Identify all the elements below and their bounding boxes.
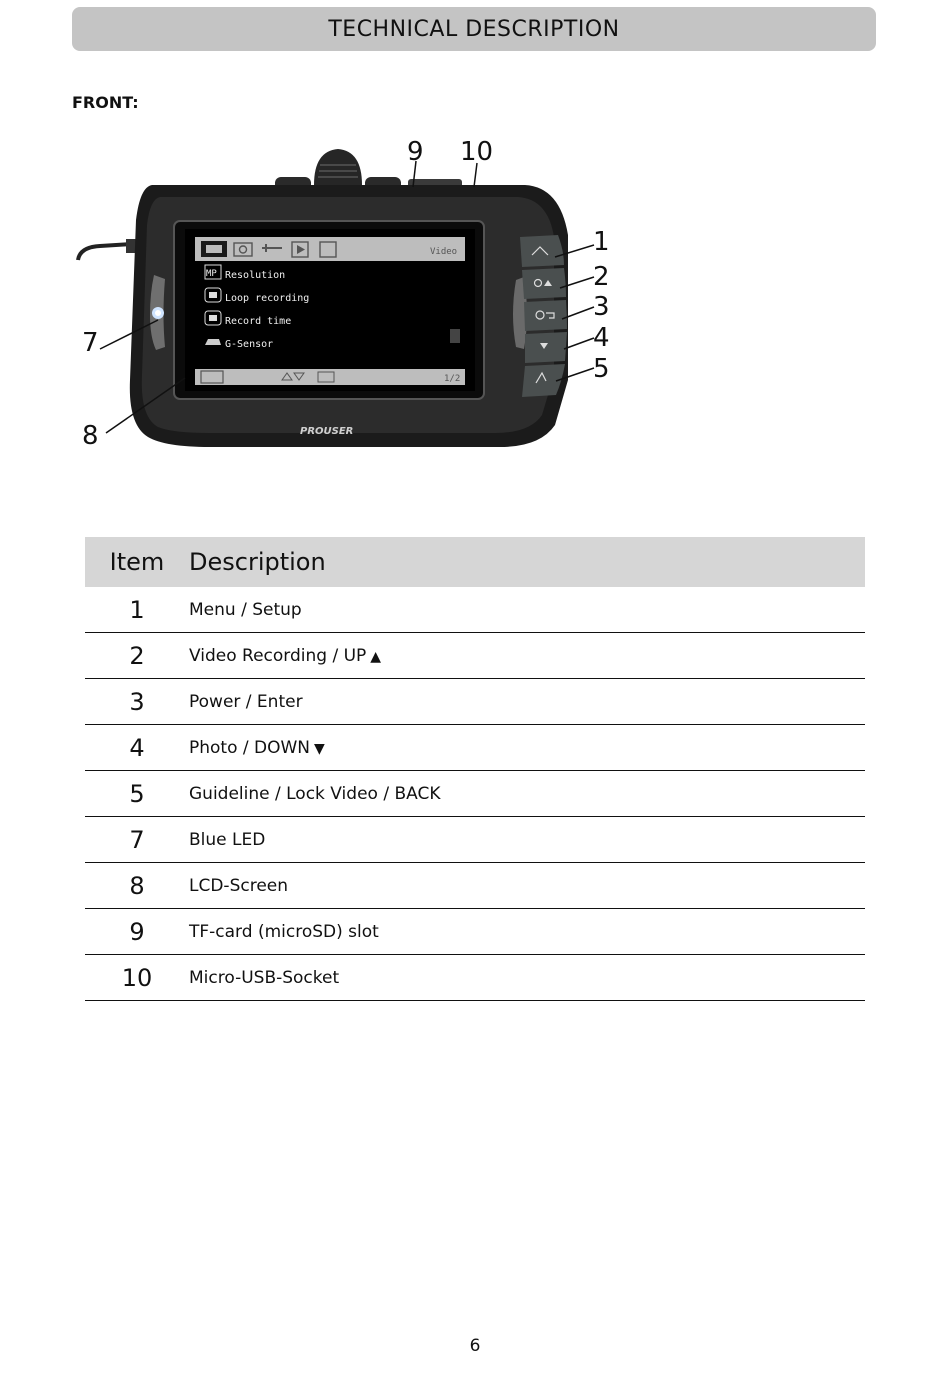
callout-5: 5 [593, 354, 610, 384]
column-header-item: Item [109, 548, 165, 576]
callout-9: 9 [407, 137, 424, 167]
item-description: Micro-USB-Socket [189, 954, 865, 1001]
column-header-description: Description [189, 548, 326, 576]
description-text: Photo / DOWN [189, 737, 311, 758]
screen-menu-item: Loop recording [225, 293, 309, 304]
item-number: 4 [85, 724, 189, 771]
description-text: TF-card (microSD) slot [189, 921, 379, 942]
callout-3: 3 [593, 292, 610, 322]
item-description: LCD-Screen [189, 862, 865, 909]
description-text: Menu / Setup [189, 599, 302, 620]
item-number: 2 [85, 632, 189, 679]
table-row: 1 Menu / Setup [85, 587, 865, 633]
item-description: Guideline / Lock Video / BACK [189, 770, 865, 817]
callout-4: 4 [593, 323, 610, 353]
page-title-bar: TECHNICAL DESCRIPTION [72, 7, 876, 51]
callout-2: 2 [593, 262, 610, 292]
item-number: 10 [85, 954, 189, 1001]
mp-badge: MP [206, 269, 217, 279]
table-header-row: Item Description [85, 537, 865, 587]
screen-menu-item: Resolution [225, 270, 285, 281]
screen-tab-label: Video [430, 247, 457, 257]
item-description: Power / Enter [189, 678, 865, 725]
item-description: TF-card (microSD) slot [189, 908, 865, 955]
description-text: Video Recording / UP [189, 645, 367, 666]
item-description: Menu / Setup [189, 587, 865, 633]
item-number: 7 [85, 816, 189, 863]
section-label: FRONT: [72, 93, 139, 112]
page-number: 6 [469, 1336, 481, 1356]
table-row: 2 Video Recording / UP▲ [85, 632, 865, 679]
callout-1: 1 [593, 227, 610, 257]
item-description: Blue LED [189, 816, 865, 863]
page-title: TECHNICAL DESCRIPTION [328, 16, 620, 42]
description-text: LCD-Screen [189, 875, 289, 896]
table-row: 10 Micro-USB-Socket [85, 954, 865, 1001]
callout-7: 7 [82, 328, 99, 358]
callout-10: 10 [460, 137, 493, 167]
triangle-down-icon: ▼ [314, 740, 325, 757]
item-description: Photo / DOWN▼ [189, 724, 865, 771]
table-row: 8 LCD-Screen [85, 862, 865, 909]
triangle-up-icon: ▲ [370, 648, 382, 665]
item-description: Video Recording / UP▲ [189, 632, 865, 679]
screen-menu-item: Record time [225, 316, 291, 327]
item-number: 5 [85, 770, 189, 817]
description-text: Power / Enter [189, 691, 303, 712]
item-number: 8 [85, 862, 189, 909]
table-row: 4 Photo / DOWN▼ [85, 724, 865, 771]
item-description-table: Item Description 1 Menu / Setup 2 Video … [85, 537, 865, 1001]
dashcam-illustration: Video MP Resolution Loop recording Recor… [76, 137, 610, 451]
item-number: 1 [85, 587, 189, 633]
description-text: Guideline / Lock Video / BACK [189, 783, 441, 804]
screen-menu-item: G-Sensor [225, 339, 273, 350]
screen-page-indicator: 1/2 [444, 374, 460, 384]
table-row: 3 Power / Enter [85, 678, 865, 725]
description-text: Micro-USB-Socket [189, 967, 340, 988]
table-row: 5 Guideline / Lock Video / BACK [85, 770, 865, 817]
device-figure: Video MP Resolution Loop recording Recor… [70, 125, 630, 465]
table-row: 7 Blue LED [85, 816, 865, 863]
brand-logo: PROUSER [300, 426, 353, 437]
item-number: 3 [85, 678, 189, 725]
item-number: 9 [85, 908, 189, 955]
description-text: Blue LED [189, 829, 266, 850]
callout-8: 8 [82, 421, 99, 451]
table-row: 9 TF-card (microSD) slot [85, 908, 865, 955]
